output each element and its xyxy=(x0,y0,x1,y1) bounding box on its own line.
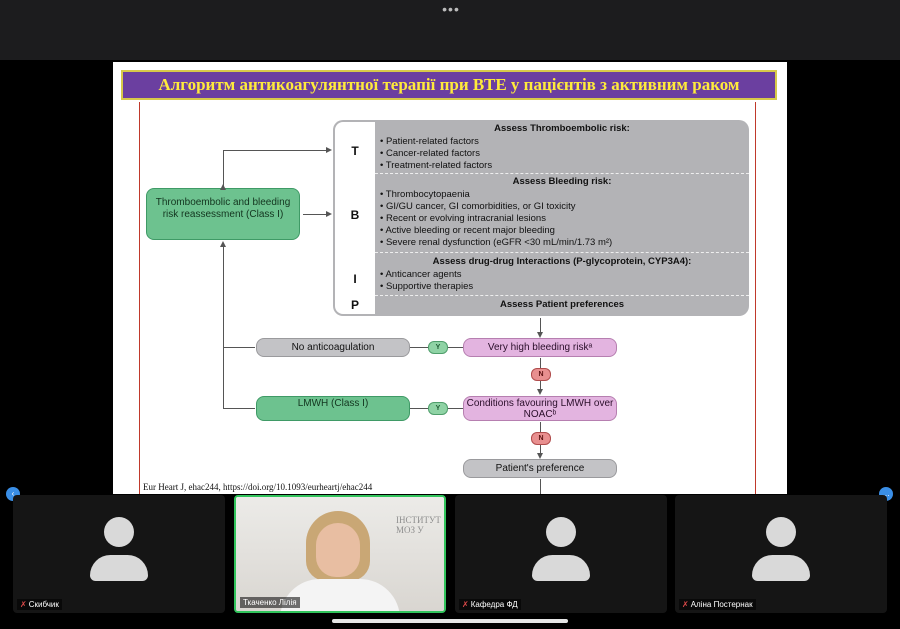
preferences-header: Assess Patient preferences xyxy=(499,299,625,310)
mic-muted-icon: ✗ xyxy=(682,600,689,609)
connector xyxy=(540,479,541,494)
tbip-letter-column xyxy=(335,122,375,314)
right-border-line xyxy=(755,102,756,494)
avatar-body xyxy=(532,555,590,581)
letter-i: I xyxy=(353,272,357,286)
letter-b: B xyxy=(350,208,360,222)
section-divider xyxy=(375,295,749,296)
shared-screen-slide: Алгоритм антикоагулянтної терапії при ВТ… xyxy=(113,62,787,494)
slide-title: Алгоритм антикоагулянтної терапії при ВТ… xyxy=(121,70,777,100)
letter-p: P xyxy=(350,298,359,312)
section-divider xyxy=(375,252,749,253)
patient-preference-box: Patient's preference xyxy=(463,459,617,478)
letter-t: T xyxy=(351,144,359,158)
connector xyxy=(223,150,327,151)
thrombo-item: Treatment-related factors xyxy=(380,160,492,171)
section-divider xyxy=(375,173,749,174)
thrombo-header: Assess Thromboembolic risk: xyxy=(494,123,630,134)
top-bar: ••• xyxy=(0,0,900,60)
lmwh-box: LMWH (Class I) xyxy=(256,396,410,421)
bleeding-item: Thrombocytopaenia xyxy=(380,189,470,200)
participant-tile-active-speaker[interactable]: ІНСТИТУТ МОЗ У Ткаченко Лілія xyxy=(234,495,446,613)
arrow-down-icon xyxy=(537,332,543,338)
citation: Eur Heart J, ehac244, https://doi.org/10… xyxy=(143,482,373,492)
interactions-item: Supportive therapies xyxy=(380,281,473,292)
very-high-bleeding-box: Very high bleeding riskᵃ xyxy=(463,338,617,357)
conditions-box: Conditions favouring LMWH over NOACᵇ xyxy=(463,396,617,421)
avatar-icon xyxy=(546,517,576,547)
participant-name: ✗Скибчик xyxy=(17,599,62,610)
reassessment-box: Thromboembolic and bleeding risk reasses… xyxy=(146,188,300,240)
connector xyxy=(223,408,255,409)
interactions-item: Anticancer agents xyxy=(380,269,461,280)
mic-muted-icon: ✗ xyxy=(462,600,469,609)
connector xyxy=(223,150,224,188)
yes-pill: Y xyxy=(428,402,448,415)
video-person-body xyxy=(280,579,400,611)
bleeding-item: Severe renal dysfunction (eGFR <30 mL/mi… xyxy=(380,237,612,248)
arrow-up-icon xyxy=(220,241,226,247)
yes-pill: Y xyxy=(428,341,448,354)
participant-name: Ткаченко Лілія xyxy=(240,597,300,608)
more-options-icon[interactable]: ••• xyxy=(442,1,460,17)
connector xyxy=(540,318,541,334)
bleeding-item: Active bleeding or recent major bleeding xyxy=(380,225,555,236)
connector xyxy=(303,214,327,215)
avatar-icon xyxy=(766,517,796,547)
thrombo-item: Patient-related factors xyxy=(380,136,479,147)
participant-name: ✗Аліна Постернак xyxy=(679,599,756,610)
no-anticoagulation-box: No anticoagulation xyxy=(256,338,410,357)
bleeding-item: Recent or evolving intracranial lesions xyxy=(380,213,546,224)
video-person-face xyxy=(316,523,360,577)
interactions-header: Assess drug-drug Interactions (P-glycopr… xyxy=(432,256,692,267)
participant-tile[interactable]: ✗Аліна Постернак xyxy=(675,495,887,613)
participant-tile[interactable]: ✗Скибчик xyxy=(13,495,225,613)
avatar-icon xyxy=(104,517,134,547)
bleeding-header: Assess Bleeding risk: xyxy=(512,176,612,187)
bleeding-item: GI/GU cancer, GI comorbidities, or GI to… xyxy=(380,201,576,212)
arrow-right-icon xyxy=(326,211,332,217)
home-indicator xyxy=(332,619,568,623)
participant-tile[interactable]: ✗Кафедра ФД xyxy=(455,495,667,613)
arrow-right-icon xyxy=(326,147,332,153)
left-border-line xyxy=(139,102,140,494)
connector xyxy=(223,347,255,348)
avatar-body xyxy=(752,555,810,581)
no-pill: N xyxy=(531,432,551,445)
mic-muted-icon: ✗ xyxy=(20,600,27,609)
avatar-body xyxy=(90,555,148,581)
participant-name: ✗Кафедра ФД xyxy=(459,599,521,610)
thrombo-item: Cancer-related factors xyxy=(380,148,480,159)
background-logo: ІНСТИТУТ МОЗ У xyxy=(396,515,441,535)
arrow-down-icon xyxy=(537,389,543,395)
feedback-line xyxy=(223,244,224,408)
no-pill: N xyxy=(531,368,551,381)
arrow-down-icon xyxy=(537,453,543,459)
arrow-up-icon xyxy=(220,184,226,190)
